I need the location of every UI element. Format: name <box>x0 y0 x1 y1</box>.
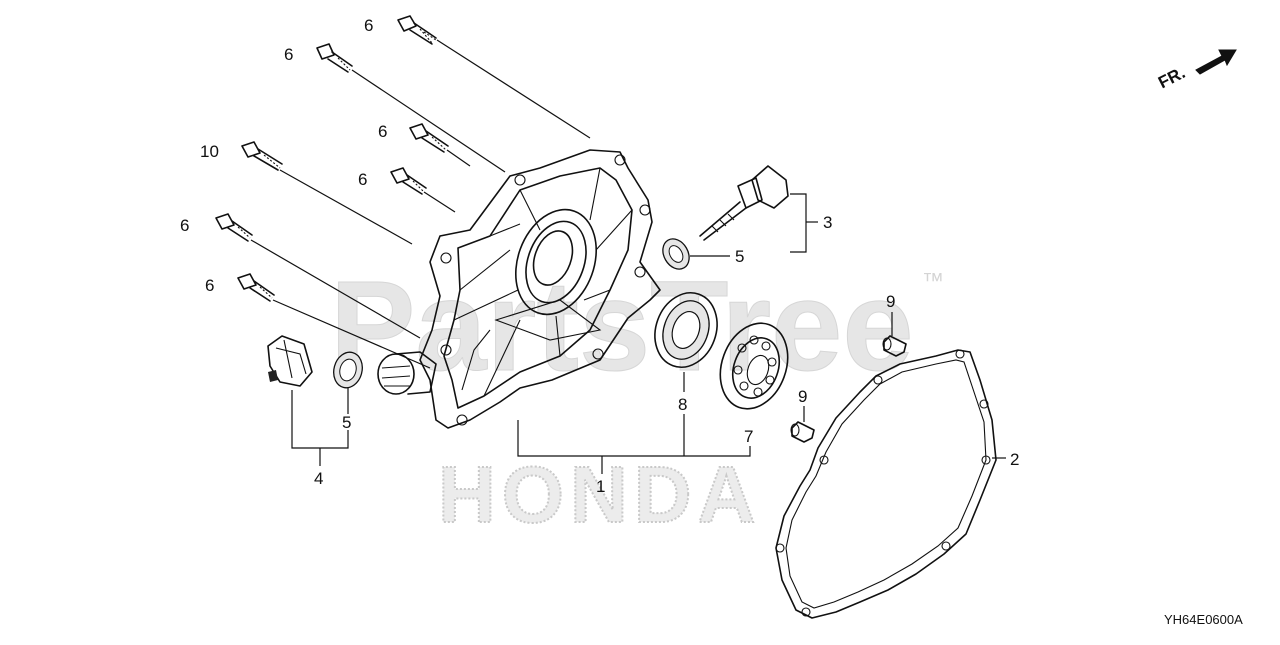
oil-filler-cap <box>267 335 313 387</box>
bolt-icon <box>316 43 353 73</box>
callout-crankcase-cover: 1 <box>596 477 605 496</box>
oil-level-gauge <box>699 165 789 241</box>
bolt-icon <box>215 213 253 242</box>
front-arrow-icon <box>1195 49 1237 75</box>
watermark-honda: HONDA <box>438 450 761 539</box>
bolt-icon <box>390 167 427 195</box>
oring-upper <box>662 238 690 270</box>
watermark-trademark: ™ <box>922 268 944 293</box>
callout-bolt-c: 6 <box>378 122 387 141</box>
callout-bolt-e: 6 <box>180 216 189 235</box>
callout-leaders <box>291 193 1006 474</box>
callout-oring-upper: 5 <box>735 247 744 266</box>
callout-oring-lower: 5 <box>342 413 351 432</box>
front-direction-label: FR. <box>1155 63 1188 92</box>
callout-dowel-lower: 9 <box>798 387 807 406</box>
callout-oil-filler-cap: 4 <box>314 469 323 488</box>
oring-lower <box>333 351 363 389</box>
callout-dowel-upper: 9 <box>886 292 895 311</box>
crankcase-cover <box>419 149 661 429</box>
callout-bolt-a: 6 <box>364 16 373 35</box>
callout-bolt-f: 6 <box>205 276 214 295</box>
filler-neck-collar <box>377 351 437 395</box>
front-direction-indicator: FR. <box>1155 49 1237 92</box>
bolt-icon <box>237 273 275 302</box>
ball-bearing <box>719 322 789 410</box>
callout-oil-seal: 8 <box>678 395 687 414</box>
bolt-icon <box>397 15 437 45</box>
bolt-leader-lines <box>250 39 591 369</box>
bolt-icon <box>409 123 449 153</box>
crankcase-gasket <box>775 349 997 619</box>
bolt-boss <box>440 154 651 426</box>
oil-seal <box>654 292 718 368</box>
bolt-icon <box>241 141 283 171</box>
dowel-pin-upper <box>882 335 907 357</box>
dowel-pin-lower <box>790 421 815 443</box>
callout-labels: 6 6 6 10 6 6 6 3 5 9 9 8 7 5 4 1 2 <box>180 16 1019 496</box>
callout-bolt-d: 6 <box>358 170 367 189</box>
callout-bolt-long: 10 <box>200 142 219 161</box>
callout-bolt-b: 6 <box>284 45 293 64</box>
diagram-code: YH64E0600A <box>1164 612 1243 627</box>
flange-bolts <box>215 15 449 302</box>
callout-ball-bearing: 7 <box>744 427 753 446</box>
callout-oil-gauge: 3 <box>823 213 832 232</box>
callout-gasket: 2 <box>1010 450 1019 469</box>
